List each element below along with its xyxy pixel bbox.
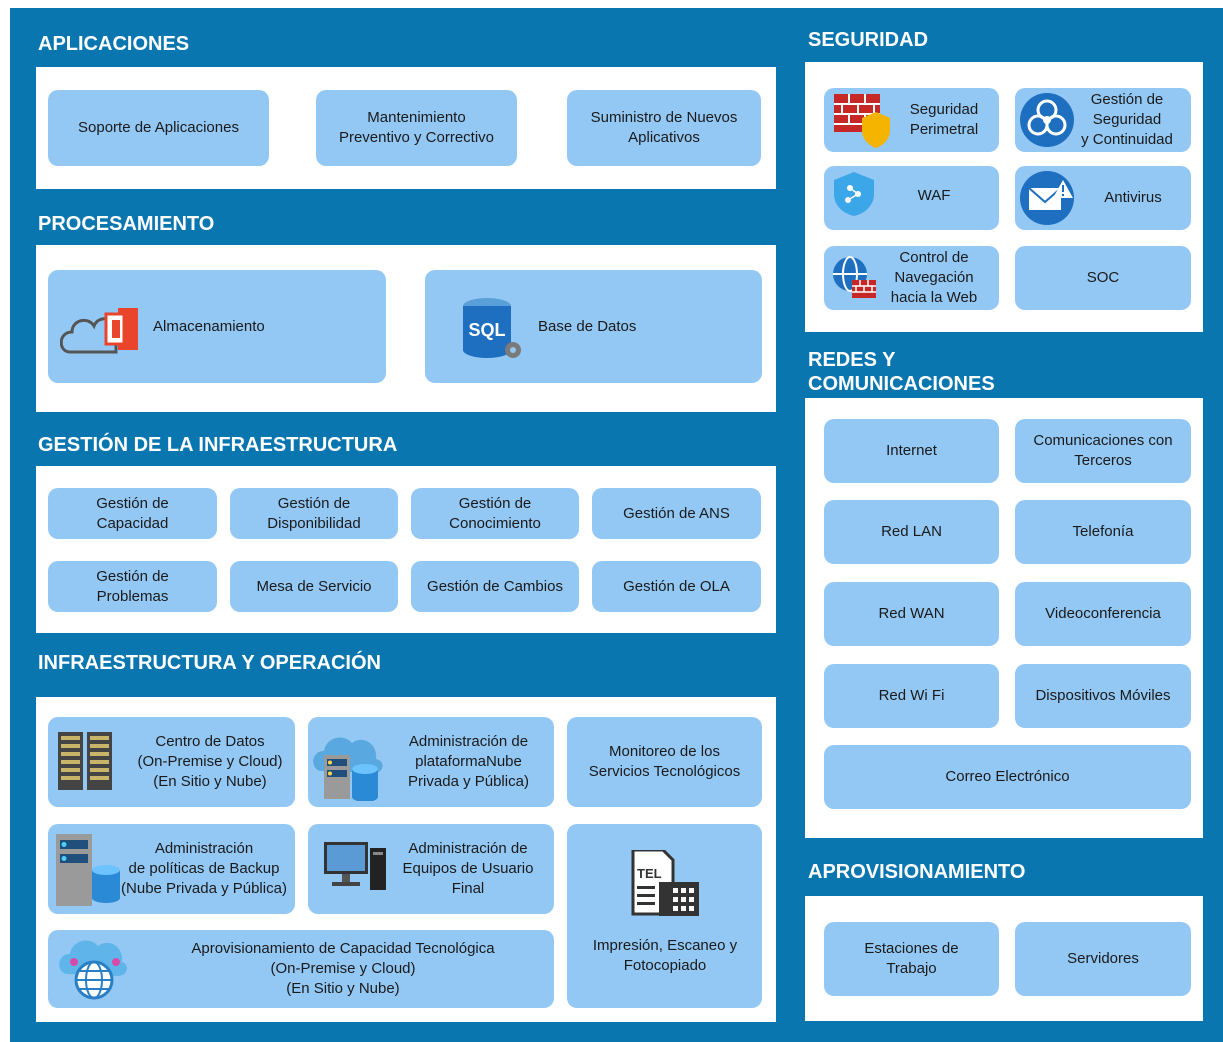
section-title-procesamiento: PROCESAMIENTO <box>38 213 215 235</box>
section-title-redes: REDES Y COMUNICACIONES <box>808 349 995 395</box>
box-gestion-seguridad-continuidad[interactable]: Gestión de Seguridad y Continuidad <box>1015 88 1191 152</box>
box-mantenimiento[interactable]: Mantenimiento Preventivo y Correctivo <box>316 90 517 166</box>
box-equipos-usuario-final[interactable]: Administración de Equipos de Usuario Fin… <box>308 824 554 914</box>
box-gestion-problemas[interactable]: Gestión de Problemas <box>48 561 217 612</box>
label-equipos-usuario-final: Administración de Equipos de Usuario Fin… <box>402 840 534 897</box>
box-antivirus[interactable]: Antivirus <box>1015 166 1191 230</box>
box-mesa-servicio[interactable]: Mesa de Servicio <box>230 561 398 612</box>
box-gestion-ola[interactable]: Gestión de OLA <box>592 561 761 612</box>
sql-icon-text: SQL <box>468 320 505 340</box>
label-aprovisionamiento-capacidad: Aprovisionamiento de Capacidad Tecnológi… <box>191 940 495 997</box>
box-impresion-escaneo[interactable]: TEL Impresión, Escaneo y Fotocopiado <box>567 824 762 1008</box>
box-gestion-disponibilidad[interactable]: Gestión de Disponibilidad <box>230 488 398 539</box>
box-centro-datos[interactable]: Centro de Datos (On-Premise y Cloud) (En… <box>48 717 295 807</box>
label-seguridad-perimetral: Seguridad Perimetral <box>909 101 979 138</box>
box-servidores[interactable]: Servidores <box>1015 922 1191 996</box>
box-videoconferencia[interactable]: Videoconferencia <box>1015 582 1191 646</box>
box-red-wifi[interactable]: Red Wi Fi <box>824 664 999 728</box>
box-telefonia[interactable]: Telefonía <box>1015 500 1191 564</box>
section-title-aprovisionamiento: APROVISIONAMIENTO <box>808 861 1026 883</box>
box-waf[interactable]: WAF <box>824 166 999 230</box>
label-antivirus: Antivirus <box>1104 189 1162 206</box>
section-title-seguridad: SEGURIDAD <box>808 29 929 51</box>
cloud-office-icon <box>60 308 138 354</box>
cloud-globe-icon <box>59 940 127 1000</box>
label-almacenamiento: Almacenamiento <box>153 318 265 335</box>
box-suministro-aplicativos[interactable]: Suministro de Nuevos Aplicativos <box>567 90 761 166</box>
section-title-aplicaciones: APLICACIONES <box>38 33 190 55</box>
box-plataforma-nube[interactable]: Administración de plataformaNube Privada… <box>308 717 554 807</box>
box-soporte-aplicaciones[interactable]: Soporte de Aplicaciones <box>48 90 269 166</box>
tel-fax-icon: TEL <box>631 850 699 916</box>
box-gestion-capacidad[interactable]: Gestión de Capacidad <box>48 488 217 539</box>
box-internet[interactable]: Internet <box>824 419 999 483</box>
tel-icon-text: TEL <box>637 866 662 881</box>
box-soc[interactable]: SOC <box>1015 246 1191 310</box>
firewall-shield-icon <box>834 94 890 148</box>
cloud-server-icon <box>313 737 383 801</box>
label-centro-datos: Centro de Datos (On-Premise y Cloud) (En… <box>137 733 283 790</box>
box-almacenamiento[interactable]: Almacenamiento <box>48 270 386 383</box>
box-aprovisionamiento-capacidad[interactable]: Aprovisionamiento de Capacidad Tecnológi… <box>48 930 554 1008</box>
box-red-lan[interactable]: Red LAN <box>824 500 999 564</box>
box-politicas-backup[interactable]: Administración de políticas de Backup (N… <box>48 824 295 914</box>
label-plataforma-nube: Administración de plataformaNube Privada… <box>408 733 529 790</box>
box-gestion-cambios[interactable]: Gestión de Cambios <box>411 561 579 612</box>
box-seguridad-perimetral[interactable]: Seguridad Perimetral <box>824 88 999 152</box>
waf-shield-icon <box>834 172 874 216</box>
server-rack-icon <box>58 732 112 790</box>
box-base-de-datos[interactable]: SQL Base de Datos <box>425 270 762 383</box>
web-firewall-icon <box>833 256 876 298</box>
box-dispositivos-moviles[interactable]: Dispositivos Móviles <box>1015 664 1191 728</box>
section-title-infraestructura-operacion: INFRAESTRUCTURA Y OPERACIÓN <box>38 652 381 674</box>
label-base-de-datos: Base de Datos <box>538 318 637 335</box>
biohazard-shield-icon <box>1020 93 1074 147</box>
box-monitoreo-servicios[interactable]: Monitoreo de los Servicios Tecnológicos <box>567 717 762 807</box>
box-comunicaciones-terceros[interactable]: Comunicaciones con Terceros <box>1015 419 1191 483</box>
label-gestion-seguridad-continuidad: Gestión de Seguridad y Continuidad <box>1081 91 1173 148</box>
box-correo-electronico[interactable]: Correo Electrónico <box>824 745 1191 809</box>
mail-alert-icon <box>1020 171 1074 225</box>
box-gestion-conocimiento[interactable]: Gestión de Conocimiento <box>411 488 579 539</box>
label-impresion-escaneo: Impresión, Escaneo y Fotocopiado <box>592 937 738 974</box>
box-red-wan[interactable]: Red WAN <box>824 582 999 646</box>
box-control-navegacion[interactable]: Control de Navegación hacia la Web <box>824 246 999 310</box>
desktop-computer-icon <box>324 842 386 890</box>
backup-server-icon <box>56 834 120 906</box>
box-estaciones-trabajo[interactable]: Estaciones de Trabajo <box>824 922 999 996</box>
label-waf: WAF <box>917 187 951 204</box>
sql-database-icon: SQL <box>463 298 521 358</box>
box-gestion-ans[interactable]: Gestión de ANS <box>592 488 761 539</box>
label-politicas-backup: Administración de políticas de Backup (N… <box>121 840 287 897</box>
label-control-navegacion: Control de Navegación hacia la Web <box>890 249 978 306</box>
section-title-gestion-infraestructura: GESTIÓN DE LA INFRAESTRUCTURA <box>38 434 398 456</box>
